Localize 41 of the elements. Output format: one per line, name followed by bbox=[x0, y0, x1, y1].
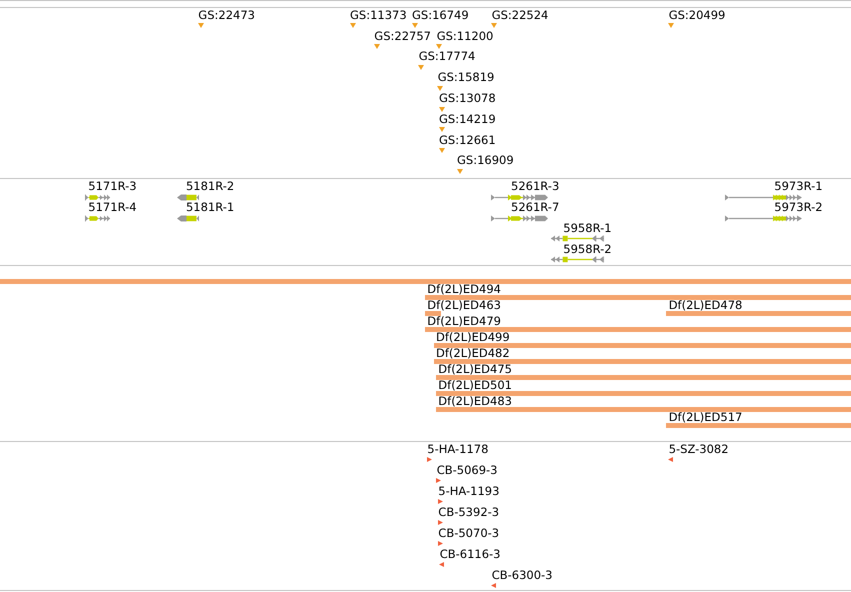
feature-label: 5181R-1 bbox=[186, 201, 234, 214]
feature-label: GS:22524 bbox=[492, 8, 548, 22]
feature-label: 5171R-3 bbox=[88, 180, 137, 194]
feature-label: 5181R-2 bbox=[186, 180, 234, 194]
feature-label: GS:15819 bbox=[438, 71, 494, 84]
feature-label: GS:16909 bbox=[456, 154, 514, 168]
feature-label: CB-6116-3 bbox=[440, 548, 500, 562]
feature-label: 5958R-1 bbox=[563, 222, 612, 235]
feature-label: GS:14219 bbox=[438, 112, 496, 126]
feature-label: GS:12661 bbox=[438, 134, 496, 147]
feature-label: GS:17774 bbox=[418, 50, 476, 64]
feature-label: GS:22473 bbox=[198, 8, 255, 22]
feature-label: GS:20499 bbox=[668, 8, 726, 22]
feature-label: 5973R-1 bbox=[774, 180, 823, 194]
feature-label: Df(2L)ED517 bbox=[668, 412, 742, 423]
feature-label: Df(2L)ED479 bbox=[427, 316, 501, 327]
feature-label: CB-5069-3 bbox=[436, 464, 498, 478]
feature-label: Df(2L)ED499 bbox=[436, 332, 510, 343]
feature-label: Df(2L)ED482 bbox=[436, 348, 510, 359]
feature-label: CB-5392-3 bbox=[438, 506, 500, 520]
feature-label: GS:22757 bbox=[374, 30, 431, 43]
feature-label: GS:13078 bbox=[438, 92, 496, 105]
feature-label: 5-HA-1193 bbox=[438, 485, 500, 498]
feature-label: Df(2L)ED463 bbox=[427, 300, 501, 311]
feature-label: GS:11373 bbox=[350, 8, 407, 22]
feature-label: GS:11200 bbox=[436, 30, 494, 43]
feature-label: 5-SZ-3082 bbox=[668, 443, 729, 456]
feature-label: 5-HA-1178 bbox=[427, 443, 488, 456]
feature-label: Df(2L)ED478 bbox=[668, 300, 742, 311]
feature-label: 5958R-2 bbox=[563, 242, 612, 256]
feature-label: CB-5070-3 bbox=[438, 527, 500, 540]
feature-label: Df(2L)ED501 bbox=[438, 380, 512, 391]
feature-label: CB-6300-3 bbox=[492, 569, 552, 582]
feature-label: 5261R-7 bbox=[511, 201, 560, 214]
feature-label: 5261R-3 bbox=[511, 180, 560, 194]
feature-label: Df(2L)ED494 bbox=[427, 284, 501, 295]
feature-label: GS:16749 bbox=[412, 8, 469, 22]
feature-label: 5973R-2 bbox=[774, 201, 823, 214]
feature-label: Df(2L)ED475 bbox=[438, 364, 512, 375]
feature-label: Df(2L)ED483 bbox=[438, 396, 512, 407]
feature-label: 5171R-4 bbox=[88, 201, 137, 214]
